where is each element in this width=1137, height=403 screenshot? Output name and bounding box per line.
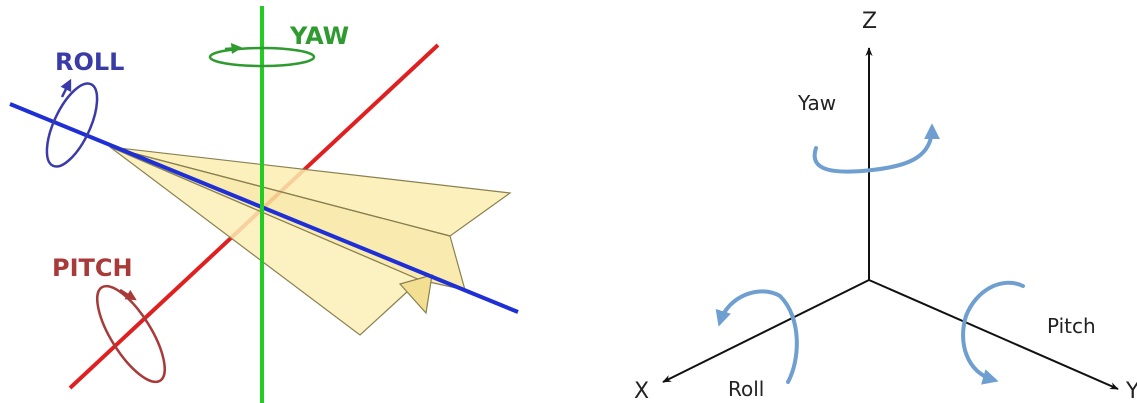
airplane-center-crease [109, 146, 451, 237]
paper-airplane [109, 146, 512, 336]
pitch-curved-arrow-icon [961, 280, 1025, 385]
airplane-keel-fold [398, 274, 433, 315]
roll-curved-arrow-icon [715, 289, 799, 384]
pitch-label: PITCH [52, 254, 133, 282]
airplane-lower-wing [109, 146, 422, 336]
y-axis-label: Y [1125, 379, 1137, 403]
right-panel: Z X Y Yaw Roll Pitch [634, 9, 1137, 403]
yaw-label: YAW [289, 22, 349, 50]
pitch-rotation-arrow-icon [119, 288, 137, 301]
roll-text: Roll [728, 377, 764, 401]
yaw-curved-arrow-icon [812, 123, 940, 174]
roll-rotation-arrow-icon [60, 78, 72, 98]
y-axis-line [868, 279, 1119, 390]
z-axis-label: Z [862, 9, 877, 34]
yaw-rotation-arrow-icon [224, 43, 243, 54]
x-axis-label: X [634, 379, 649, 403]
x-axis-line [662, 279, 870, 383]
left-panel: ROLL YAW PITCH [9, 6, 519, 403]
roll-label: ROLL [55, 48, 124, 76]
pitch-rotation-loop [96, 284, 166, 384]
yaw-rotation-loop [208, 46, 316, 68]
pitch-text: Pitch [1047, 314, 1096, 338]
roll-rotation-loop [45, 82, 99, 168]
yaw-text: Yaw [797, 91, 836, 115]
